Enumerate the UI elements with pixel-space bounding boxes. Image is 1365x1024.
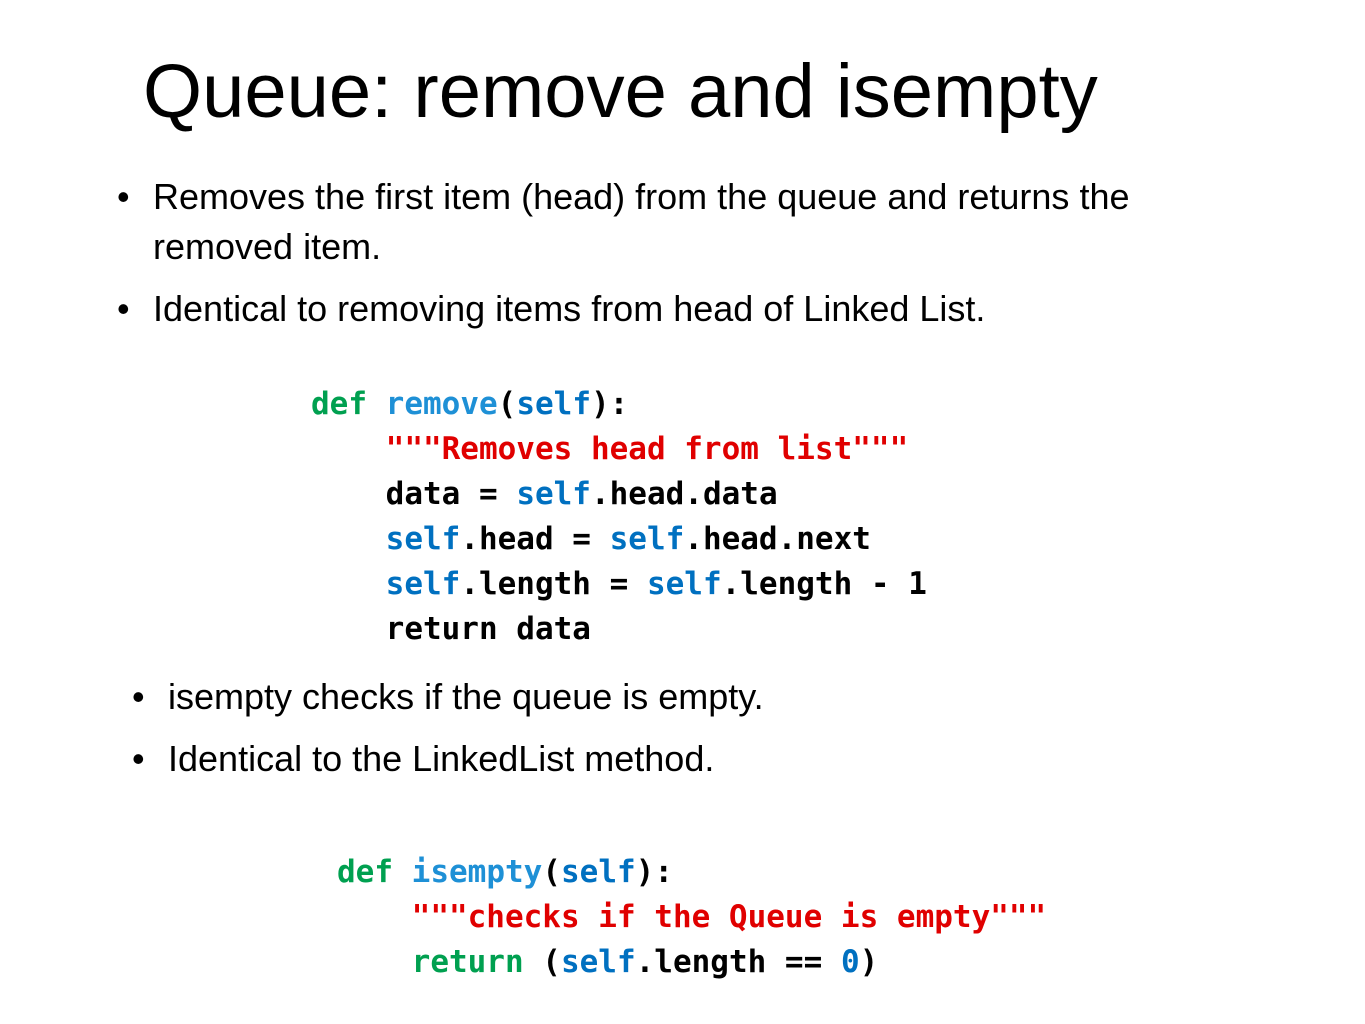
code-param: self bbox=[516, 386, 591, 422]
code-self: self bbox=[385, 566, 461, 602]
bullet-text: Removes the first item (head) from the q… bbox=[153, 176, 1130, 267]
code-keyword: return bbox=[411, 944, 524, 980]
slide-title: Queue: remove and isempty bbox=[143, 49, 1098, 134]
code-line: def remove(self): bbox=[311, 386, 629, 422]
bullet-dot-icon: • bbox=[117, 176, 130, 217]
code-param: self bbox=[561, 854, 636, 890]
code-self: self bbox=[646, 566, 722, 602]
code-function-name: isempty bbox=[411, 854, 543, 890]
code-line: """Removes head from list""" bbox=[311, 427, 927, 472]
code-text: return data bbox=[385, 611, 591, 647]
code-line: return data bbox=[311, 607, 927, 652]
bullet-item: • isempty checks if the queue is empty. bbox=[132, 672, 1232, 722]
code-text: .length = bbox=[460, 566, 647, 602]
bullet-item: • Removes the first item (head) from the… bbox=[117, 172, 1277, 272]
bullet-list-top: • Removes the first item (head) from the… bbox=[117, 172, 1277, 334]
code-docstring: """checks if the Queue is empty""" bbox=[411, 899, 1047, 935]
bullet-dot-icon: • bbox=[117, 288, 130, 329]
code-line: def isempty(self): bbox=[337, 854, 673, 890]
bullet-dot-icon: • bbox=[132, 738, 145, 779]
code-line: self.head = self.head.next bbox=[311, 517, 927, 562]
code-text: data = bbox=[385, 476, 517, 512]
code-keyword: def bbox=[311, 386, 367, 422]
bullet-text: Identical to removing items from head of… bbox=[153, 288, 986, 329]
code-line: data = self.head.data bbox=[311, 472, 927, 517]
code-function-name: remove bbox=[385, 386, 498, 422]
code-line: """checks if the Queue is empty""" bbox=[337, 895, 1047, 940]
code-self: self bbox=[609, 521, 685, 557]
bullet-dot-icon: • bbox=[132, 676, 145, 717]
code-keyword: def bbox=[337, 854, 393, 890]
code-block-remove: def remove(self): """Removes head from l… bbox=[311, 382, 927, 652]
bullet-text: isempty checks if the queue is empty. bbox=[168, 676, 764, 717]
code-line: return (self.length == 0) bbox=[411, 944, 879, 980]
code-number: 0 bbox=[840, 944, 860, 980]
code-text: .length == bbox=[635, 944, 841, 980]
bullet-item: • Identical to the LinkedList method. bbox=[132, 734, 1232, 784]
code-self: self bbox=[385, 521, 461, 557]
code-block-isempty: def isempty(self): """checks if the Queu… bbox=[337, 850, 1046, 985]
code-text: .head.data bbox=[590, 476, 778, 512]
code-text: .length - 1 bbox=[721, 566, 927, 602]
code-self: self bbox=[516, 476, 591, 512]
bullet-text: Identical to the LinkedList method. bbox=[168, 738, 715, 779]
code-self: self bbox=[560, 944, 636, 980]
code-text: .head = bbox=[460, 521, 610, 557]
code-text: .head.next bbox=[684, 521, 871, 557]
bullet-list-bottom: • isempty checks if the queue is empty. … bbox=[132, 672, 1232, 784]
code-docstring: """Removes head from list""" bbox=[385, 431, 909, 467]
bullet-item: • Identical to removing items from head … bbox=[117, 284, 1277, 334]
code-line: self.length = self.length - 1 bbox=[311, 562, 927, 607]
